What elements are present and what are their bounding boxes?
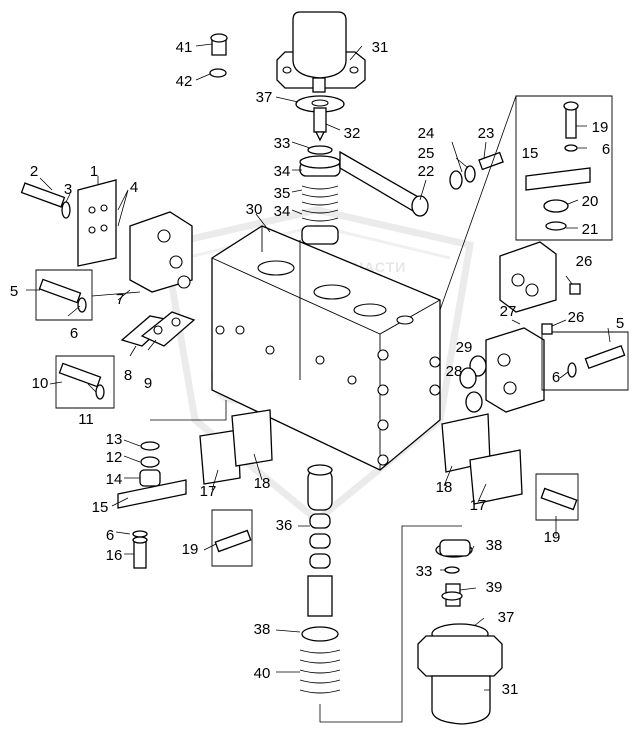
callout-34-a: 34 bbox=[274, 163, 291, 180]
callout-26-a: 26 bbox=[576, 253, 593, 270]
callout-19-top: 19 bbox=[592, 119, 609, 136]
upper-spring-stack bbox=[299, 145, 341, 245]
callout-6-right: 6 bbox=[552, 369, 560, 386]
callout-7: 7 bbox=[116, 291, 124, 308]
callout-4: 4 bbox=[130, 179, 138, 196]
callout-20: 20 bbox=[582, 193, 599, 210]
callout-8: 8 bbox=[124, 367, 132, 384]
top-right-frame-group bbox=[439, 95, 613, 311]
callout-15-top: 15 bbox=[522, 145, 539, 162]
callout-41: 41 bbox=[176, 39, 193, 56]
callout-21: 21 bbox=[582, 221, 599, 238]
lower-gaskets bbox=[150, 400, 579, 567]
callout-32: 32 bbox=[344, 125, 361, 142]
lower-spool-stack bbox=[299, 464, 462, 723]
callout-6-left: 6 bbox=[70, 325, 78, 342]
callout-15-left: 15 bbox=[92, 499, 109, 516]
callout-14: 14 bbox=[106, 471, 123, 488]
callout-38-lower: 38 bbox=[486, 537, 503, 554]
callout-27: 27 bbox=[500, 303, 517, 320]
callout-labels: 41 42 31 37 32 33 34 35 34 30 24 23 25 2… bbox=[10, 39, 624, 698]
callout-38-center: 38 bbox=[254, 621, 271, 638]
callout-11: 11 bbox=[78, 411, 94, 428]
callout-19-right: 19 bbox=[544, 529, 561, 546]
tube-and-fittings bbox=[339, 150, 504, 217]
left-gaskets bbox=[55, 311, 196, 409]
callout-17-right: 17 bbox=[470, 497, 487, 514]
callout-36: 36 bbox=[276, 517, 293, 534]
callout-12: 12 bbox=[106, 449, 123, 466]
right-valve-group bbox=[459, 241, 629, 413]
callout-16: 16 bbox=[106, 547, 123, 564]
callout-2: 2 bbox=[30, 163, 38, 180]
callout-35: 35 bbox=[274, 185, 291, 202]
callout-37-lower: 37 bbox=[498, 609, 515, 626]
callout-1: 1 bbox=[90, 163, 98, 180]
callout-22: 22 bbox=[418, 163, 435, 180]
callout-3: 3 bbox=[64, 181, 72, 198]
callout-23: 23 bbox=[478, 125, 495, 142]
callout-9: 9 bbox=[144, 375, 152, 392]
callout-6-lower: 6 bbox=[106, 527, 114, 544]
callout-5-left: 5 bbox=[10, 283, 18, 300]
callout-33-top: 33 bbox=[274, 135, 291, 152]
callout-31-lower: 31 bbox=[502, 681, 519, 698]
leader-lines bbox=[26, 43, 611, 691]
callout-42: 42 bbox=[176, 73, 193, 90]
callout-39: 39 bbox=[486, 579, 503, 596]
callout-6-top: 6 bbox=[602, 141, 610, 158]
callout-17-left: 17 bbox=[200, 483, 217, 500]
top-motor-assembly bbox=[209, 11, 366, 142]
callout-40: 40 bbox=[254, 665, 271, 682]
left-valve-group bbox=[20, 179, 193, 321]
callout-37-top: 37 bbox=[256, 89, 273, 106]
callout-34-b: 34 bbox=[274, 203, 291, 220]
callout-13: 13 bbox=[106, 431, 123, 448]
callout-24: 24 bbox=[418, 125, 435, 142]
callout-5-right: 5 bbox=[616, 315, 624, 332]
callout-33-lower: 33 bbox=[416, 563, 433, 580]
lower-left-stack bbox=[117, 441, 187, 569]
callout-30: 30 bbox=[246, 201, 263, 218]
callout-28: 28 bbox=[446, 363, 463, 380]
callout-18-left: 18 bbox=[254, 475, 271, 492]
callout-25: 25 bbox=[418, 145, 435, 162]
callout-18-right: 18 bbox=[436, 479, 453, 496]
callout-29: 29 bbox=[456, 339, 473, 356]
lower-motor-assembly bbox=[417, 539, 503, 725]
callout-26-b: 26 bbox=[568, 309, 585, 326]
callout-19-left: 19 bbox=[182, 541, 199, 558]
main-valve-block bbox=[211, 225, 441, 471]
callout-31-top: 31 bbox=[372, 39, 389, 56]
callout-10: 10 bbox=[32, 375, 49, 392]
